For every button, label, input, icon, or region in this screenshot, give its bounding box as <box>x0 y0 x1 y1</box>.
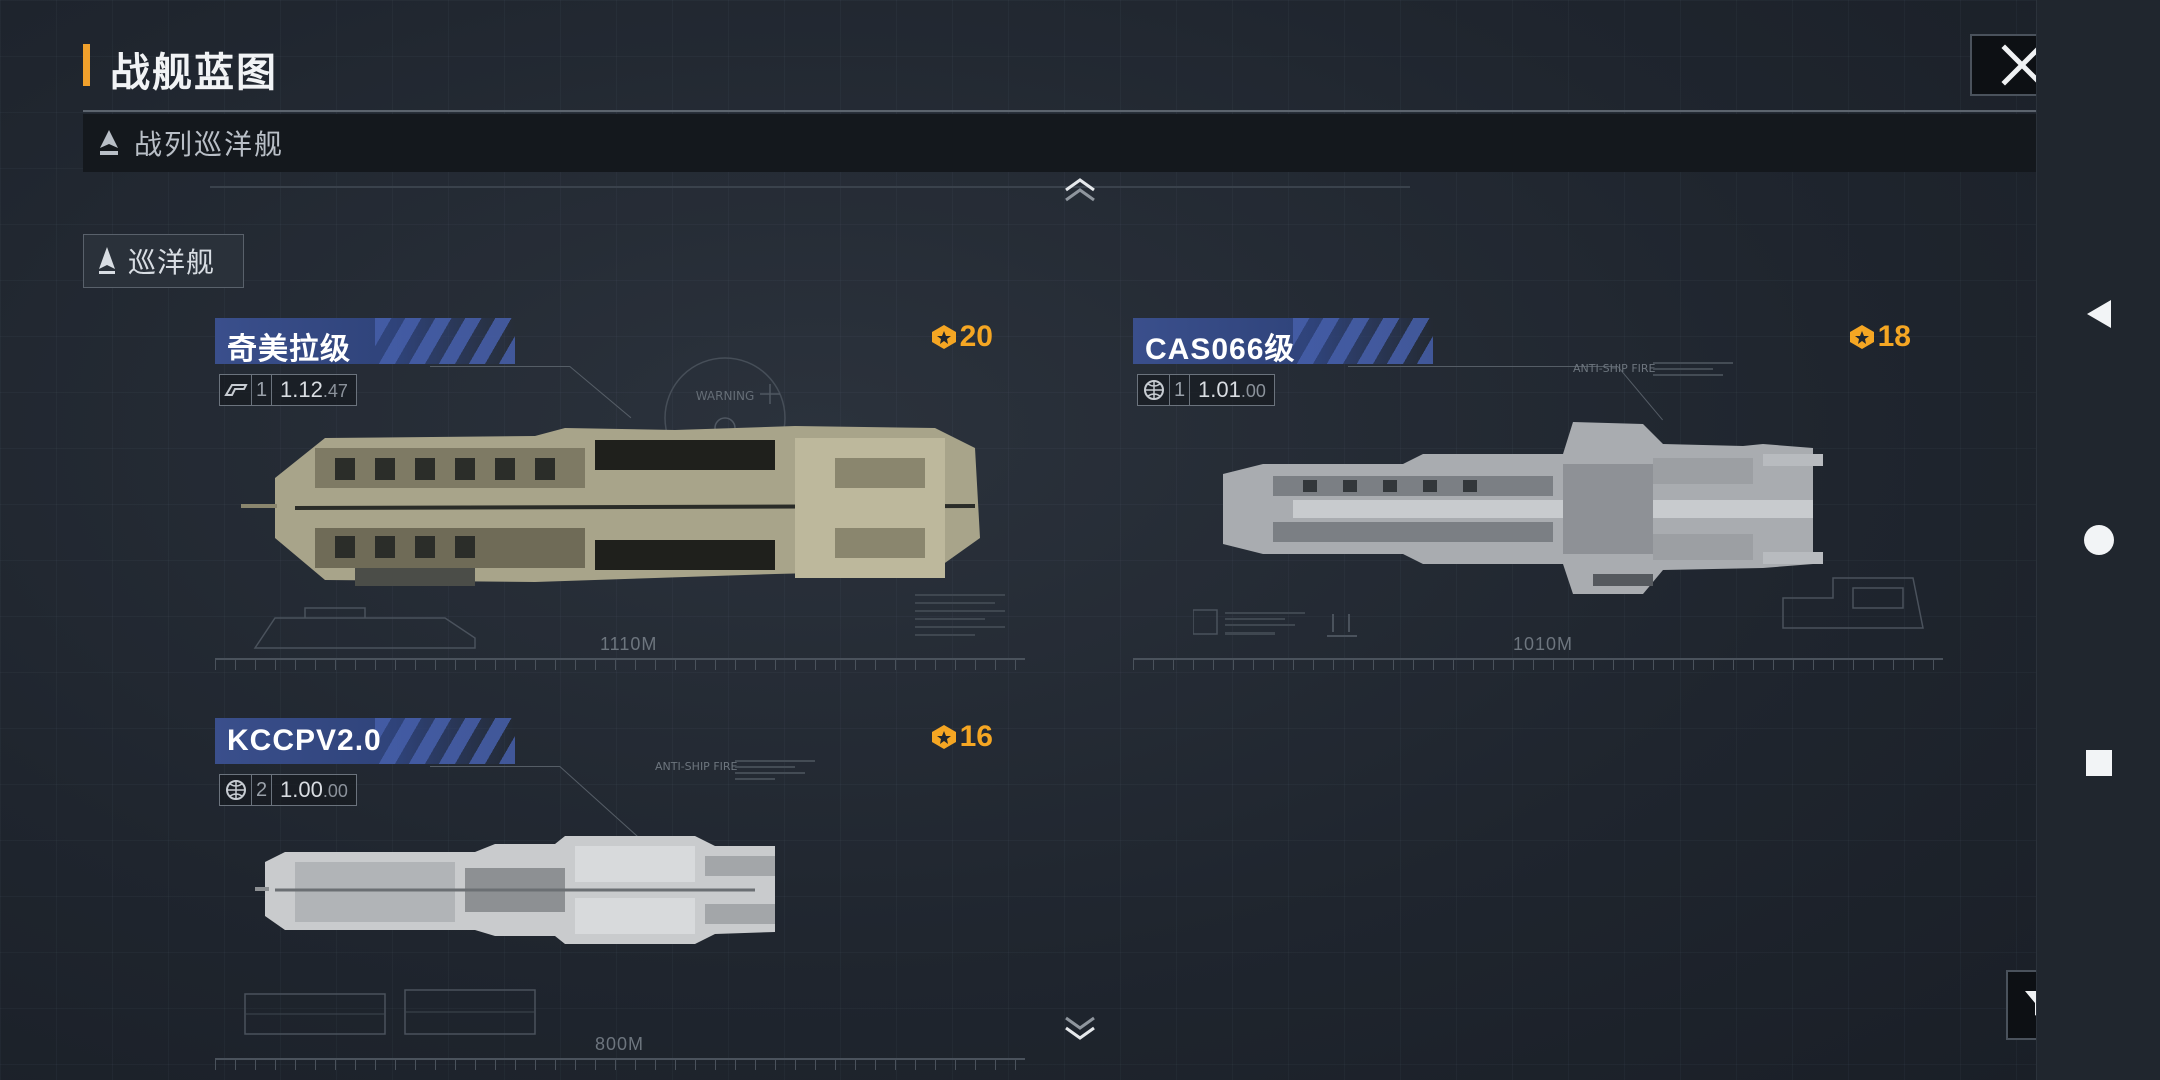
ship-card-chimera[interactable]: 奇美拉级 1 1.12.47 20 WARNING <box>215 318 1025 698</box>
ship-version: 1.12.47 <box>280 377 348 402</box>
ship-length: 1010M <box>1513 634 1574 654</box>
ship-baseline <box>215 658 1025 670</box>
ship-tier: 2 <box>252 775 272 805</box>
ship-schematic <box>244 989 536 1035</box>
command-points-icon <box>931 325 956 349</box>
cruiser-icon <box>99 247 115 274</box>
page-title: 战舰蓝图 <box>110 51 278 95</box>
battlecruiser-icon <box>100 130 118 155</box>
title-accent-bar <box>83 44 90 86</box>
ruler-decoration <box>210 176 1410 188</box>
ship-version: 1.00.00 <box>280 777 348 802</box>
category-label: 战列巡洋舰 <box>134 129 285 160</box>
ship-model-chimera <box>241 426 980 586</box>
system-navigation-bar <box>2036 0 2160 1080</box>
ship-name-bar: CAS066级 <box>1133 318 1433 364</box>
subcategory-tab-cruiser[interactable]: 巡洋舰 <box>83 234 244 288</box>
ship-name: 奇美拉级 <box>227 333 351 364</box>
ship-stats: 2 1.00.00 <box>219 774 357 806</box>
nav-home-icon[interactable] <box>2083 525 2114 555</box>
ship-name-bar: KCCPV2.0 <box>215 718 515 764</box>
nav-recent-apps-icon[interactable] <box>2085 750 2112 776</box>
ship-model-cas066 <box>1223 422 1823 594</box>
ship-annotation: ANTI-SHIP FIRE <box>655 760 815 780</box>
ship-stats: 1 1.12.47 <box>219 374 357 406</box>
header-divider <box>83 110 2076 112</box>
ship-stats: 1 1.01.00 <box>1137 374 1275 406</box>
ship-name: KCCPV2.0 <box>227 724 382 757</box>
ship-baseline <box>1133 658 1943 670</box>
ship-length: 800M <box>595 1034 645 1054</box>
tech-readout <box>1193 609 1357 637</box>
ship-name: CAS066级 <box>1145 333 1296 364</box>
close-icon <box>2001 44 2043 86</box>
command-points-icon <box>931 725 956 749</box>
ship-version: 1.01.00 <box>1198 377 1266 402</box>
tech-readout <box>915 594 1005 636</box>
leader-line <box>1348 366 1618 367</box>
leader-line <box>569 366 632 419</box>
svg-text:ANTI-SHIP FIRE: ANTI-SHIP FIRE <box>655 760 738 773</box>
globe-icon <box>1138 375 1170 405</box>
ship-tier: 1 <box>1170 375 1190 405</box>
svg-text:ANTI-SHIP FIRE: ANTI-SHIP FIRE <box>1573 362 1656 375</box>
ship-cost: 20 <box>930 320 993 354</box>
ship-card-kccpv2[interactable]: KCCPV2.0 2 1.00.00 16 ANTI-SHIP FIRE <box>215 718 1025 1080</box>
subcategory-label: 巡洋舰 <box>128 247 216 278</box>
leader-line <box>430 766 560 767</box>
ship-schematic <box>253 607 476 649</box>
manufacturer-icon <box>220 375 252 405</box>
category-bar[interactable]: 战列巡洋舰 <box>83 114 2076 172</box>
scroll-up-chevron-icon[interactable] <box>1062 176 1098 204</box>
ship-annotation: ANTI-SHIP FIRE <box>1573 362 1733 376</box>
scroll-down-chevron-icon[interactable] <box>1062 1014 1098 1042</box>
ship-cost: 18 <box>1848 320 1911 354</box>
command-points-icon <box>1849 325 1874 349</box>
ship-schematic <box>1782 577 1924 629</box>
nav-back-icon[interactable] <box>2086 300 2111 328</box>
globe-icon <box>220 775 252 805</box>
ship-card-cas066[interactable]: CAS066级 1 1.01.00 18 ANTI-SHIP FIRE <box>1133 318 1943 698</box>
ship-tier: 1 <box>252 375 272 405</box>
ship-baseline <box>215 1058 1025 1070</box>
ship-name-bar: 奇美拉级 <box>215 318 515 364</box>
leader-line <box>559 766 642 841</box>
ship-cost: 16 <box>930 720 993 754</box>
svg-text:WARNING: WARNING <box>696 389 755 403</box>
ship-model-kccpv2 <box>255 836 775 944</box>
ship-length: 1110M <box>600 634 658 654</box>
leader-line <box>430 366 570 367</box>
